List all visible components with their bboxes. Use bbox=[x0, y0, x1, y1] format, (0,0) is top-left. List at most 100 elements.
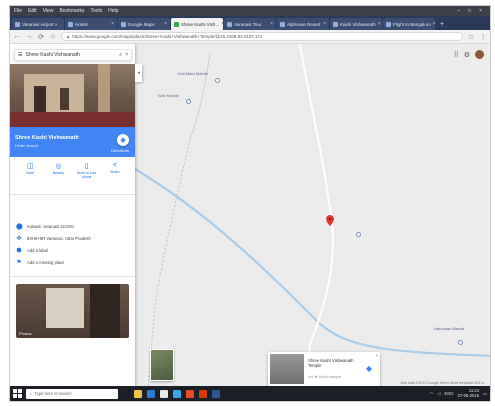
save-button[interactable]: ◫ Save bbox=[19, 162, 41, 190]
tab-3[interactable]: Google Maps× bbox=[118, 18, 170, 30]
favicon-icon bbox=[386, 21, 391, 27]
map-label-temple-2[interactable]: Shiv Mandir bbox=[158, 93, 180, 98]
location-pin-icon[interactable] bbox=[326, 215, 334, 226]
taskbar-search-input[interactable]: Type here to search bbox=[34, 391, 72, 396]
start-button[interactable] bbox=[13, 389, 22, 398]
edge-icon[interactable] bbox=[147, 389, 155, 398]
location-icon: ⬤ bbox=[16, 223, 23, 230]
poi-marker-icon[interactable] bbox=[356, 232, 361, 237]
menu-bookmarks[interactable]: Bookmarks bbox=[59, 8, 85, 14]
tab-1[interactable]: Varanasi Airport × bbox=[12, 18, 64, 30]
store-icon[interactable] bbox=[160, 389, 168, 398]
directions-icon[interactable]: ◆ bbox=[365, 364, 372, 373]
share-icon: < bbox=[112, 162, 117, 169]
search-icon[interactable]: ⌕ bbox=[119, 52, 123, 58]
clear-search-icon[interactable]: × bbox=[125, 52, 128, 58]
tab-8[interactable]: Flight to Bengaluru× bbox=[383, 18, 435, 30]
close-tab-icon[interactable]: × bbox=[323, 21, 326, 27]
add-place-row[interactable]: ⚑ Add a missing place bbox=[16, 256, 131, 268]
avatar[interactable] bbox=[475, 50, 484, 59]
search-input[interactable]: Shree Kashi Vishwanath bbox=[25, 52, 80, 58]
menu-file[interactable]: File bbox=[14, 8, 23, 14]
taskbar: ○ Type here to search ◠ ◁ ENG 11:24 07-0… bbox=[10, 386, 490, 401]
favicon-icon bbox=[15, 21, 20, 27]
directions-label: Directions bbox=[111, 148, 129, 153]
label-icon: ⬢ bbox=[16, 247, 22, 254]
card-title: Shree Kashi Vishwanath Temple bbox=[308, 358, 354, 369]
notifications-icon[interactable]: ▭ bbox=[483, 391, 487, 396]
close-tab-icon[interactable]: × bbox=[377, 21, 381, 27]
tab-5[interactable]: Varanasi Tour × bbox=[224, 18, 276, 30]
reload-icon[interactable]: ⟳ bbox=[38, 33, 44, 41]
close-tab-icon[interactable]: × bbox=[164, 21, 167, 27]
close-tab-icon[interactable]: × bbox=[111, 21, 114, 27]
map-canvas[interactable]: Kali Mata Mandir Shiv Mandir Hanuman Man… bbox=[10, 44, 490, 388]
nearby-button[interactable]: ◎ Nearby bbox=[47, 162, 69, 190]
map-top-controls: ⠿ ⚙ bbox=[454, 50, 484, 59]
tab-label: Shree Kashi Vish... bbox=[181, 21, 220, 27]
send-to-phone-button[interactable]: ▯ Send to your phone bbox=[76, 162, 98, 190]
menu-tools[interactable]: Tools bbox=[90, 8, 103, 14]
powerpoint-icon[interactable] bbox=[199, 389, 207, 398]
flag-icon: ⚑ bbox=[16, 259, 22, 266]
forward-icon[interactable]: → bbox=[25, 33, 33, 40]
volume-icon[interactable]: ◁ bbox=[437, 391, 441, 396]
action-label: Share bbox=[110, 170, 120, 174]
network-icon[interactable]: ◠ bbox=[429, 391, 434, 396]
plus-code-row[interactable]: ✥ 8XH6+8R Varanasi, Uttar Pradesh bbox=[16, 232, 131, 244]
language-indicator[interactable]: ENG bbox=[444, 391, 454, 396]
browser-toolbar: ← → ⟳ ⌂ 🔒︎ https://www.google.com/maps/p… bbox=[10, 30, 490, 44]
close-tab-icon[interactable]: × bbox=[221, 21, 223, 27]
collapse-panel-button[interactable]: ◂ bbox=[135, 64, 142, 82]
new-tab-button[interactable]: + bbox=[440, 21, 445, 28]
directions-button[interactable]: ◆ bbox=[117, 134, 129, 146]
mail-icon[interactable] bbox=[173, 389, 181, 398]
address-bar[interactable]: 🔒︎ https://www.google.com/maps/place/Shr… bbox=[61, 32, 463, 41]
minimize-button[interactable]: – bbox=[457, 8, 461, 14]
bookmark-star-icon[interactable]: ☆ bbox=[467, 33, 475, 41]
satellite-layer-toggle[interactable] bbox=[150, 349, 174, 381]
share-button[interactable]: < Share bbox=[104, 162, 126, 190]
chrome-icon[interactable] bbox=[186, 389, 194, 398]
add-label-row[interactable]: ⬢ Add a label bbox=[16, 244, 131, 256]
clock[interactable]: 11:24 07-06-2019 bbox=[458, 387, 480, 399]
map-attribution: Map data ©2019 Google Terms Send feedbac… bbox=[400, 381, 484, 385]
close-window-button[interactable]: × bbox=[479, 8, 482, 14]
close-tab-icon[interactable]: × bbox=[270, 21, 273, 27]
map-label-temple-1[interactable]: Kali Mata Mandir bbox=[178, 71, 209, 76]
tab-6[interactable]: Alphonse Resort× bbox=[277, 18, 329, 30]
menu-edit[interactable]: Edit bbox=[28, 8, 37, 14]
poi-marker-icon[interactable] bbox=[186, 99, 191, 104]
place-hero-photo[interactable] bbox=[10, 64, 135, 127]
place-preview-card[interactable]: Shree Kashi Vishwanath Temple 4.6 ★ Hind… bbox=[268, 352, 380, 386]
place-thumbnail bbox=[270, 354, 304, 384]
search-box[interactable]: ☰ Shree Kashi Vishwanath ⌕ × bbox=[14, 49, 132, 61]
taskbar-search[interactable]: ○ Type here to search bbox=[26, 388, 118, 399]
home-icon[interactable]: ⌂ bbox=[50, 33, 56, 40]
tab-label: Varanasi Tour bbox=[234, 21, 262, 27]
tab-active[interactable]: Shree Kashi Vish...× bbox=[171, 18, 223, 30]
map-label-temple-3[interactable]: Hanuman Mandir bbox=[434, 326, 465, 331]
word-icon[interactable] bbox=[212, 389, 220, 398]
add-place-text: Add a missing place bbox=[27, 259, 65, 265]
tab-7[interactable]: Kashi Vishwanath× bbox=[330, 18, 382, 30]
back-icon[interactable]: ← bbox=[13, 33, 21, 40]
tab-label: Hotels bbox=[75, 21, 88, 27]
file-explorer-icon[interactable] bbox=[134, 389, 142, 398]
address-row[interactable]: ⬤ Kotwali, Varanasi 221001 bbox=[16, 220, 131, 232]
close-tab-icon[interactable]: × bbox=[433, 21, 435, 27]
tab-2[interactable]: Hotels × bbox=[65, 18, 117, 30]
menu-view[interactable]: View bbox=[42, 8, 54, 14]
menu-help[interactable]: Help bbox=[108, 8, 119, 14]
browser-menu-icon[interactable]: ⋮ bbox=[479, 33, 487, 41]
apps-grid-icon[interactable]: ⠿ bbox=[453, 51, 459, 59]
poi-marker-icon[interactable] bbox=[458, 340, 463, 345]
place-header: Shree Kashi Vishwanath Hindu temple bbox=[10, 127, 135, 157]
photos-gallery[interactable]: Photos bbox=[16, 284, 129, 338]
settings-icon[interactable]: ⚙ bbox=[463, 51, 470, 59]
clock-time: 11:24 bbox=[468, 387, 480, 393]
poi-marker-icon[interactable] bbox=[215, 78, 220, 83]
menu-icon[interactable]: ☰ bbox=[18, 52, 23, 58]
maximize-button[interactable]: □ bbox=[468, 8, 472, 14]
card-close-icon[interactable]: × bbox=[375, 353, 378, 358]
